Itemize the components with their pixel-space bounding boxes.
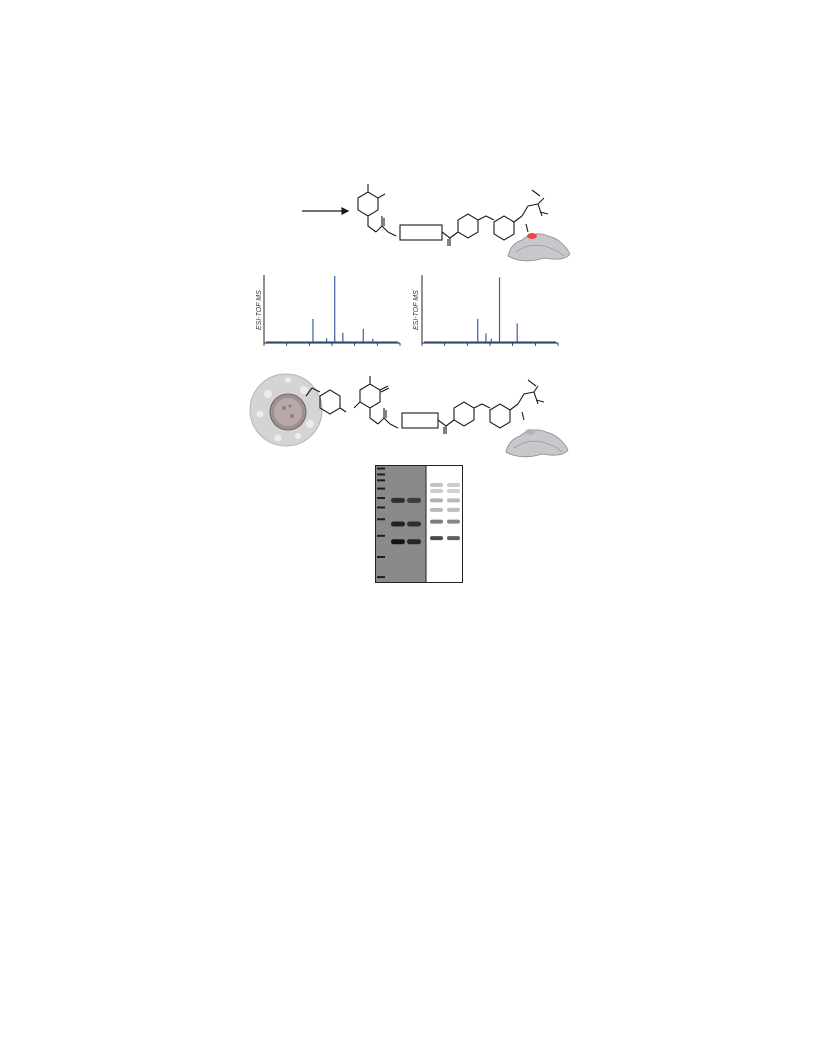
right-lane-1-band-0 xyxy=(447,483,460,488)
ms-spectrum-left xyxy=(263,275,401,349)
ladder-band-0 xyxy=(377,467,385,470)
ladder-band-5 xyxy=(377,506,385,509)
linker-chain xyxy=(375,216,397,237)
ladder-band-7 xyxy=(377,534,385,537)
left-lane-0-band-1 xyxy=(391,521,405,527)
right-lane-0-band-2 xyxy=(430,498,443,503)
left-lane-1-band-0 xyxy=(407,497,421,503)
ladder-band-1 xyxy=(377,473,385,476)
ms-spectrum-right xyxy=(421,275,559,349)
pyridine-ring xyxy=(493,215,523,241)
gel-border xyxy=(375,465,463,583)
benzyl-linker xyxy=(305,387,347,415)
nanoparticle-icon xyxy=(249,373,323,447)
heterocycle-2 xyxy=(517,379,545,421)
left-lane-0-band-2 xyxy=(391,539,405,545)
ladder-band-9 xyxy=(377,576,385,579)
carbonyl-2 xyxy=(437,419,455,434)
ms-spectrum-left-plot xyxy=(263,275,401,346)
protein-surface-icon-2 xyxy=(505,429,569,458)
conjugate-scheme-middle xyxy=(248,368,582,458)
heterocycle xyxy=(521,189,549,233)
right-lane-1-band-5 xyxy=(447,536,460,541)
reaction-arrow xyxy=(302,207,350,215)
right-lane-0-band-4 xyxy=(430,519,443,524)
ladder-band-2 xyxy=(377,479,385,482)
gel-right-panel xyxy=(426,465,463,583)
linker-chain-2 xyxy=(377,408,399,429)
right-lane-1-band-4 xyxy=(447,519,460,524)
piperazine-ring xyxy=(457,213,495,239)
quinone-ring xyxy=(353,376,390,425)
left-lane-0-band-0 xyxy=(391,497,405,503)
linker-box-2 xyxy=(401,412,439,429)
left-lane-1-band-1 xyxy=(407,521,421,527)
ladder-band-8 xyxy=(377,556,385,559)
chemical-structure-top xyxy=(302,184,571,262)
linker-box xyxy=(399,224,443,241)
ladder-band-4 xyxy=(377,497,385,500)
chemical-structure-middle xyxy=(249,373,569,458)
benzene-ring xyxy=(357,184,386,233)
right-lane-1-band-2 xyxy=(447,498,460,503)
gel-image xyxy=(375,465,463,583)
piperazine-ring-2 xyxy=(453,401,491,427)
right-lane-0-band-5 xyxy=(430,536,443,541)
right-lane-1-band-1 xyxy=(447,488,460,493)
right-lane-1-band-3 xyxy=(447,507,460,512)
ms-spectrum-left-ylabel: ESI-TOF MS xyxy=(256,290,263,330)
right-lane-0-band-0 xyxy=(430,483,443,488)
ladder-band-3 xyxy=(377,487,385,490)
pyridine-ring-2 xyxy=(489,403,519,429)
ms-spectrum-right-ylabel: ESI-TOF MS xyxy=(413,290,420,330)
right-lane-0-band-3 xyxy=(430,507,443,512)
sds-page-gel xyxy=(375,465,463,583)
reaction-scheme-top xyxy=(296,180,586,262)
protein-surface-icon xyxy=(507,233,571,262)
right-lane-0-band-1 xyxy=(430,488,443,493)
carbonyl xyxy=(441,231,459,246)
left-lane-1-band-2 xyxy=(407,539,421,545)
ms-spectrum-right-plot xyxy=(421,275,559,346)
ladder-band-6 xyxy=(377,518,385,521)
